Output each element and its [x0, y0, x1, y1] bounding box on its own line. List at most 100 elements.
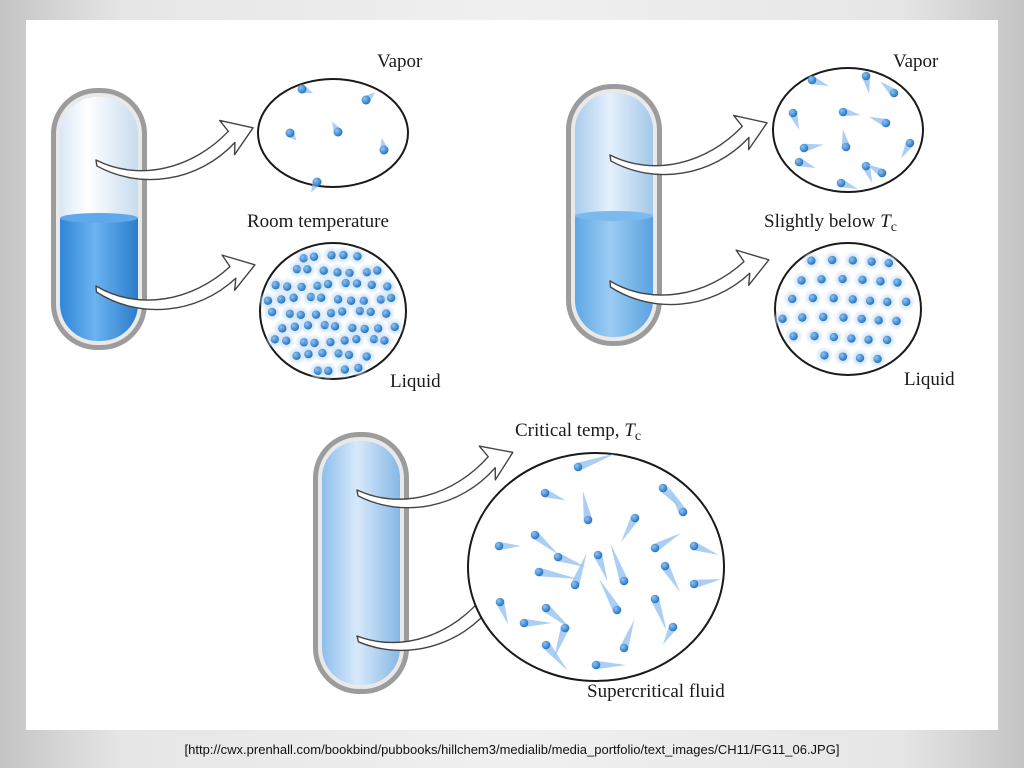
molecule	[788, 108, 800, 130]
molecule-dot	[838, 107, 848, 117]
vapor-circle-room	[257, 78, 409, 193]
molecule	[829, 332, 839, 342]
molecule	[817, 275, 826, 284]
molecule-dot	[495, 597, 505, 607]
liquid-circle-room	[258, 242, 407, 381]
motion-streak	[693, 579, 722, 589]
state-label-room: Room temperature	[247, 211, 389, 232]
molecule-dot	[560, 623, 570, 633]
molecule	[340, 336, 349, 345]
molecule	[570, 553, 587, 590]
molecule-dot	[290, 322, 300, 331]
molecule	[867, 257, 876, 266]
panel-critical: Critical temp, Tc Supercritical fluid	[313, 420, 725, 702]
molecule-dot	[893, 278, 902, 287]
molecule	[297, 282, 306, 292]
molecule-dot	[660, 561, 670, 571]
molecule	[324, 366, 333, 376]
vapor-circle-below	[772, 67, 924, 193]
panel-room-temperature: Vapor Room temperature Liquid	[51, 51, 441, 392]
molecule	[541, 640, 568, 672]
motion-streak	[538, 567, 579, 579]
motion-streak	[619, 619, 635, 650]
source-caption: [http://cwx.prenhall.com/bookbind/pubboo…	[184, 742, 840, 757]
molecule	[323, 279, 333, 289]
molecule-dot	[312, 177, 322, 187]
molecule-dot	[361, 95, 371, 105]
molecule-dot	[309, 252, 319, 261]
molecule-dot	[540, 488, 550, 498]
molecule-dot	[630, 513, 640, 523]
molecule	[658, 483, 679, 507]
molecule	[303, 265, 312, 274]
molecule-dot	[882, 335, 892, 345]
molecule-dot	[839, 313, 848, 322]
molecule	[855, 353, 865, 363]
molecule	[621, 513, 640, 543]
molecule	[668, 486, 688, 517]
molecule	[901, 138, 915, 159]
molecule-dot	[367, 280, 376, 290]
molecule	[847, 334, 856, 343]
molecule	[352, 334, 361, 344]
molecule-dot	[553, 552, 563, 562]
molecule-dot	[668, 622, 678, 632]
molecule	[297, 84, 314, 94]
liquid-circle-below	[773, 242, 922, 376]
molecule-dot	[333, 127, 343, 137]
molecule-dot	[593, 550, 603, 560]
molecule-dot	[348, 323, 357, 333]
motion-streak	[582, 490, 593, 521]
molecule	[327, 251, 336, 260]
motion-streak	[556, 552, 587, 568]
molecule-dot	[789, 331, 798, 341]
motion-streak	[661, 563, 680, 592]
molecule-dot	[902, 297, 911, 307]
molecule-dot	[573, 462, 583, 472]
molecule	[864, 335, 873, 344]
molecule-dot	[689, 579, 699, 589]
motion-streak	[499, 541, 521, 551]
molecule	[838, 107, 861, 117]
motion-streak	[554, 626, 570, 659]
molecule-dot	[827, 255, 837, 265]
molecule-dot	[292, 351, 301, 361]
molecule-dot	[352, 334, 361, 344]
molecule	[799, 143, 824, 153]
molecule	[810, 331, 819, 341]
molecule	[366, 307, 375, 317]
molecule-dot	[267, 307, 277, 317]
motion-streak	[524, 618, 552, 628]
motion-streak	[599, 578, 621, 613]
molecule	[337, 307, 347, 316]
molecule	[883, 297, 892, 307]
molecule-dot	[883, 297, 892, 307]
molecule	[277, 295, 286, 304]
motion-streak	[861, 75, 871, 94]
molecule-dot	[352, 279, 362, 288]
motion-streak	[593, 553, 608, 582]
molecule-dot	[319, 266, 328, 275]
molecule	[591, 660, 626, 670]
molecule	[873, 354, 882, 364]
molecule-dot	[362, 352, 371, 361]
molecule	[902, 297, 911, 307]
molecule	[789, 331, 798, 341]
molecule	[303, 321, 313, 330]
slide-background: Vapor Room temperature Liquid Vapor Slig…	[26, 20, 998, 730]
molecule-dot	[541, 603, 551, 613]
molecule-dot	[807, 75, 817, 85]
molecule-dot	[541, 640, 551, 650]
molecule-dot	[360, 324, 369, 334]
molecule	[386, 293, 396, 303]
molecule-dot	[304, 349, 313, 359]
molecule	[319, 266, 328, 275]
motion-streak	[570, 553, 587, 587]
molecule	[367, 280, 376, 290]
molecule	[296, 310, 306, 320]
molecule-dot	[277, 295, 286, 304]
molecule-dot	[650, 543, 660, 553]
molecule-dot	[282, 336, 291, 345]
supercritical-label: Supercritical fluid	[587, 681, 725, 702]
molecule-dot	[865, 296, 875, 306]
